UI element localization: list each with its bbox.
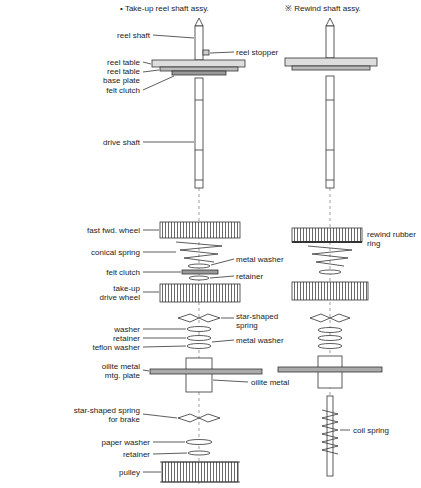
part-label: star-shaped spring for brake (72, 406, 140, 424)
part-label: reel stopper (236, 48, 278, 57)
part-label: teflon washer (92, 343, 140, 352)
part-label: metal washer (236, 336, 284, 345)
part-label: oilite metal mtg. plate (90, 362, 140, 380)
part-label: reel table base plate (96, 67, 140, 85)
part-label: oilite metal (251, 378, 289, 387)
part-label: metal washer (236, 255, 284, 264)
part-label: pulley (119, 468, 140, 477)
part-label: retainer (123, 450, 150, 459)
part-label: drive shaft (103, 138, 140, 147)
part-label: felt clutch (106, 268, 140, 277)
part-label: fast fwd. wheel (87, 226, 140, 235)
part-label: paper washer (102, 438, 150, 447)
part-label: retainer (113, 334, 140, 343)
part-label: star-shaped spring (236, 312, 286, 330)
part-label: reel table (107, 58, 140, 67)
part-label: felt clutch (106, 86, 140, 95)
part-label: retainer (236, 272, 263, 281)
part-label: coil spring (353, 426, 389, 435)
part-label: reel shaft (117, 31, 150, 40)
part-label: rewind rubber ring (367, 230, 417, 248)
assembly-heading: ※ Rewind shaft assy. (285, 4, 361, 13)
assembly-heading: • Take-up reel shaft assy. (120, 4, 209, 13)
part-label: take-up drive wheel (94, 284, 140, 302)
part-label: washer (114, 325, 140, 334)
part-label: conical spring (91, 248, 140, 257)
